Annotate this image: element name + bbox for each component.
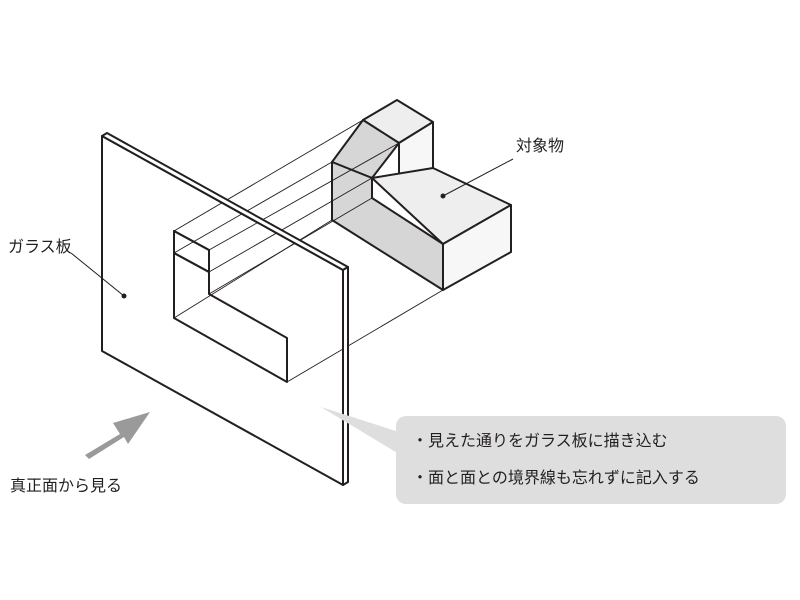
view-direction-arrow-icon [85,412,150,459]
callout-pointer [321,407,399,454]
target-object-label: 対象物 [516,136,565,155]
glass-plate-face [101,135,344,486]
glass-leader-line [70,252,125,297]
projection-line [208,177,373,273]
glass-plate-drawing [173,230,288,383]
target-leader-line [442,158,514,197]
instruction-text: 見えた通りをガラス板に描き込む [428,431,668,450]
projection-line [286,289,444,383]
glass-plate-side-edge [342,266,349,486]
drawn-outline [173,230,288,383]
view-direction-label: 真正面から見る [10,476,123,495]
target-object [331,99,512,291]
glass-plate-label: ガラス板 [8,237,72,256]
target-leader-dot [440,193,446,199]
projection-line [208,197,373,295]
drawn-step-line [173,252,210,273]
glass-plate [101,132,349,486]
drawn-top-face [173,230,210,273]
projection-line [173,219,333,319]
bullet-icon: ・ [412,468,429,487]
projection-line [173,161,333,254]
instruction-note: ・見えた通りをガラス板に描き込む [412,431,668,451]
leaders [70,158,514,297]
glass-leader-dot [121,293,127,299]
instruction-note: ・面と面との境界線も忘れずに記入する [412,468,700,488]
bullet-icon: ・ [412,431,429,450]
instruction-text: 面と面との境界線も忘れずに記入する [428,468,700,487]
instruction-callout: ・見えた通りをガラス板に描き込む ・面と面との境界線も忘れずに記入する [396,416,786,504]
projection-line [173,119,364,232]
object-front-face [442,204,512,291]
glass-plate-top-edge [101,132,349,271]
projection-lines [173,119,444,383]
projection-line [208,142,400,251]
